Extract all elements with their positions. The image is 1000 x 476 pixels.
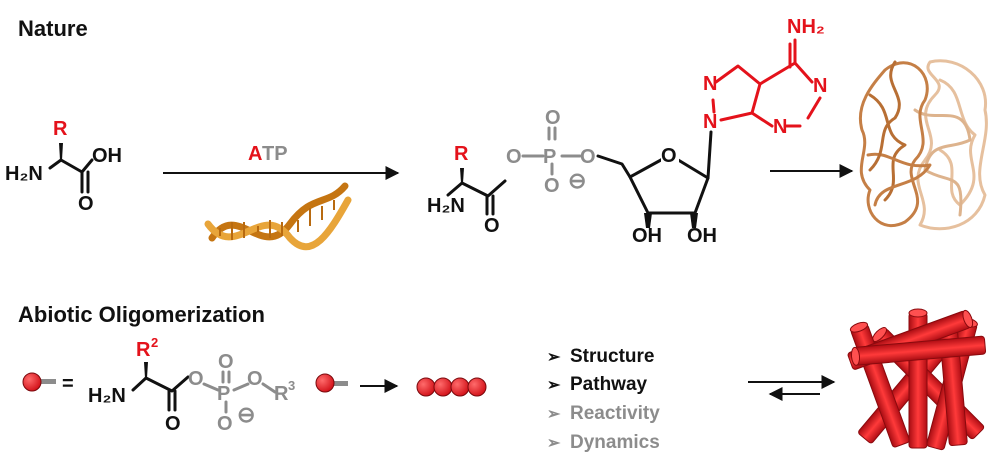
adenine-n1: N xyxy=(813,75,827,97)
monomer-legend: = xyxy=(22,372,74,395)
equals-sign: = xyxy=(62,373,74,395)
adenylate-carbonyl-o: O xyxy=(484,215,500,237)
ribose-ring-o: O xyxy=(661,145,677,167)
phosphate-ester-o: O xyxy=(506,146,522,168)
phosphorus: P xyxy=(543,146,556,168)
monomer-phosphorus: P xyxy=(217,383,230,405)
monomer-carbonyl-o: O xyxy=(165,413,181,435)
abiotic-title: Abiotic Oligomerization xyxy=(18,302,265,327)
atp-tp: TP xyxy=(262,143,288,165)
negative-charge: ⊖ xyxy=(568,168,586,193)
bullet-4: ➢ xyxy=(547,435,561,452)
monomer-r3: R xyxy=(274,383,289,405)
adenine-n7: N xyxy=(703,73,717,95)
property-dynamics: Dynamics xyxy=(570,432,660,453)
ribose-oh-3: OH xyxy=(687,225,717,247)
bullet-3: ➢ xyxy=(547,406,561,423)
single-monomer-icon xyxy=(315,373,348,393)
oligomer-chain-icon xyxy=(416,377,487,397)
aa-hydroxyl: OH xyxy=(92,145,122,167)
monomer-r2-superscript: 2 xyxy=(151,335,158,350)
adenine-n3: N xyxy=(773,116,787,138)
aa-amine: H₂N xyxy=(5,163,43,185)
monomer-negative-charge: ⊖ xyxy=(237,402,255,427)
nature-title: Nature xyxy=(18,16,88,41)
aa-carbonyl-o: O xyxy=(78,193,94,215)
bullet-2: ➢ xyxy=(547,377,561,394)
adenylate-amine: H₂N xyxy=(427,195,465,217)
aminoacyl-adenylate-structure: R H₂N O O P O O ⊖ O O OH OH N N xyxy=(427,16,827,247)
monomer-r2: R xyxy=(136,339,151,361)
property-list: ➢ Structure ➢ Pathway ➢ Reactivity ➢ Dyn… xyxy=(547,346,660,453)
adenylate-r-group: R xyxy=(454,143,469,165)
activated-monomer-structure: R 2 H₂N O O P O O ⊖ O R 3 xyxy=(88,335,295,435)
property-pathway: Pathway xyxy=(570,374,648,395)
ribose-link-o: O xyxy=(580,146,596,168)
dna-helix-icon xyxy=(204,182,352,251)
aa-r-group: R xyxy=(53,118,68,140)
equilibrium-arrows xyxy=(748,375,836,401)
atp-label: A TP xyxy=(248,143,288,165)
monomer-anion-o: O xyxy=(217,413,233,435)
phosphate-anion-o: O xyxy=(544,175,560,197)
monomer-r3-superscript: 3 xyxy=(288,378,295,393)
phosphoryl-o: O xyxy=(545,107,561,129)
adenine-n9: N xyxy=(703,111,717,133)
folded-protein-icon xyxy=(859,59,988,231)
adenine-amino: NH₂ xyxy=(787,16,825,38)
amino-acid-structure: R H₂N OH O xyxy=(5,118,122,215)
property-structure: Structure xyxy=(570,346,654,367)
monomer-link-o: O xyxy=(247,368,263,390)
ribose-oh-2: OH xyxy=(632,225,662,247)
property-reactivity: Reactivity xyxy=(570,403,660,424)
monomer-ester-o: O xyxy=(188,368,204,390)
monomer-amine: H₂N xyxy=(88,385,126,407)
atp-a: A xyxy=(248,143,262,165)
fiber-bundle-icon xyxy=(847,308,987,451)
bullet-1: ➢ xyxy=(547,349,561,366)
monomer-phosphoryl-o: O xyxy=(218,351,234,373)
